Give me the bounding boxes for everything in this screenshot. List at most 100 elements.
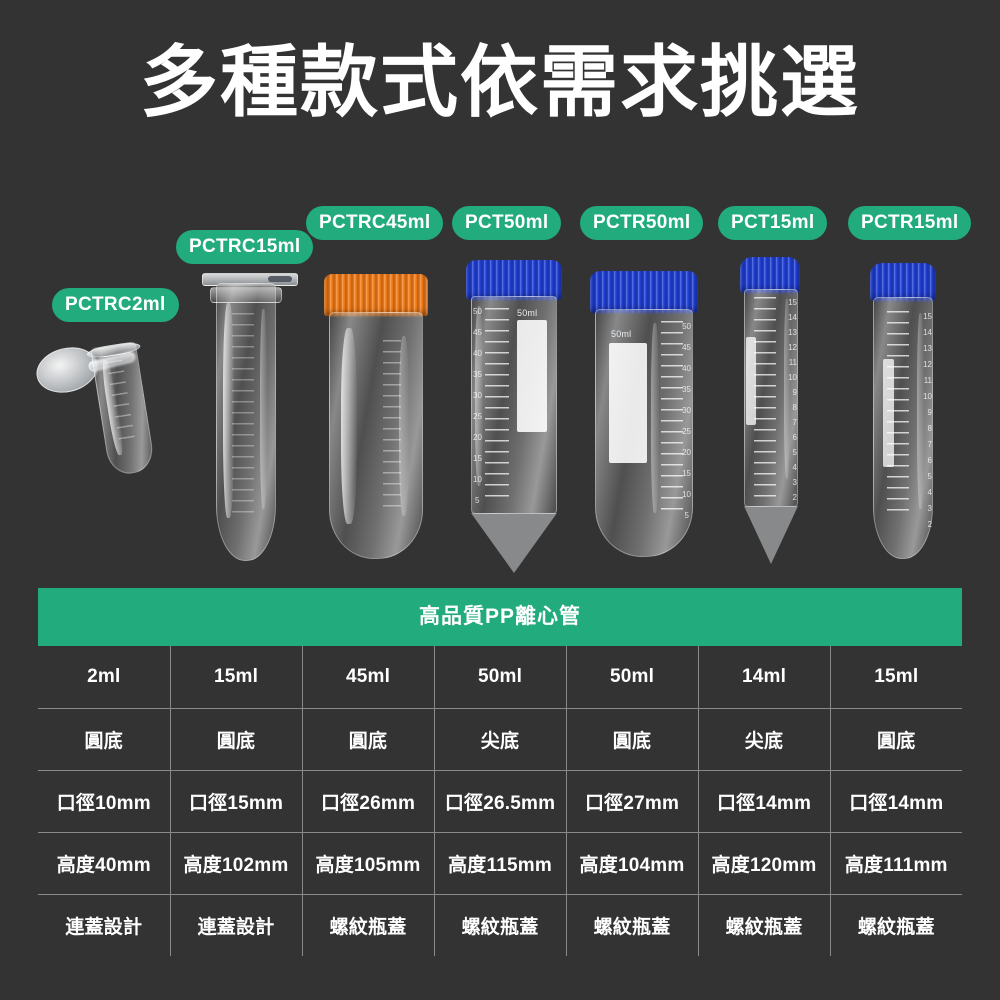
scale-number: 10 (682, 490, 691, 499)
scale-number: 6 (927, 456, 932, 465)
scale-number: 11 (788, 358, 797, 367)
cell-bottom-shape: 尖底 (698, 708, 831, 771)
cell-height: 高度105mm (302, 832, 435, 895)
panel-volume-label: 50ml (611, 329, 632, 339)
table-row: 圓底 圓底 圓底 尖底 圓底 尖底 圓底 (38, 708, 962, 771)
panel-volume-label: 50ml (517, 308, 538, 318)
scale-number: 25 (682, 427, 691, 436)
cell-volume: 50ml (566, 646, 699, 709)
scale-number: 7 (927, 440, 932, 449)
product-pctrc15ml[interactable] (202, 273, 310, 563)
cell-bottom-shape: 圓底 (170, 708, 303, 771)
cell-height: 高度120mm (698, 832, 831, 895)
scale-number: 10 (473, 475, 482, 484)
table-row: 2ml 15ml 45ml 50ml 50ml 14ml 15ml (38, 646, 962, 709)
product-pct50ml[interactable]: 50ml 50 45 40 35 30 25 20 15 10 5 (462, 260, 566, 575)
cell-cap-design: 連蓋設計 (170, 894, 303, 956)
scale-number: 35 (682, 385, 691, 394)
screw-cap-icon (590, 271, 698, 313)
tube-body-15ml-rc (210, 283, 282, 561)
scale-number: 7 (792, 418, 797, 427)
cell-height: 高度115mm (434, 832, 567, 895)
cell-volume: 50ml (434, 646, 567, 709)
cell-height: 高度40mm (38, 832, 171, 895)
cell-volume: 15ml (830, 646, 962, 709)
cell-cap-design: 螺紋瓶蓋 (434, 894, 567, 956)
scale-number: 15 (682, 469, 691, 478)
cell-cap-design: 螺紋瓶蓋 (566, 894, 699, 956)
cell-mouth-diameter: 口徑14mm (698, 770, 831, 833)
scale-number: 3 (927, 504, 932, 513)
cap-tab-icon (268, 276, 292, 282)
product-pctrc45ml[interactable] (322, 274, 430, 559)
conical-bottom-icon (471, 513, 557, 573)
scale-number: 15 (473, 454, 482, 463)
scale-number: 5 (475, 496, 480, 505)
scale-number: 4 (927, 488, 932, 497)
cell-mouth-diameter: 口徑15mm (170, 770, 303, 833)
product-badge-pctr15ml[interactable]: PCTR15ml (848, 206, 972, 240)
scale-number: 15 (923, 312, 932, 321)
scale-number: 20 (473, 433, 482, 442)
scale-number: 20 (682, 448, 691, 457)
scale-number: 8 (792, 403, 797, 412)
scale-number: 11 (923, 376, 932, 385)
scale-number: 9 (792, 388, 797, 397)
tube-body-2ml (86, 340, 156, 477)
cell-bottom-shape: 尖底 (434, 708, 567, 771)
cell-height: 高度111mm (830, 832, 962, 895)
product-pctr15ml[interactable]: 15 14 13 12 11 10 9 8 7 6 5 4 3 2 (866, 263, 942, 563)
product-pctr50ml[interactable]: 50ml 50 45 40 35 30 25 20 15 10 5 (586, 271, 704, 559)
write-on-panel (883, 359, 894, 467)
product-badge-pctrc2ml[interactable]: PCTRC2ml (52, 288, 179, 322)
scale-number: 50 (682, 322, 691, 331)
scale-number: 4 (792, 463, 797, 472)
scale-number: 30 (473, 391, 482, 400)
scale-number: 50 (473, 307, 482, 316)
scale-number: 12 (788, 343, 797, 352)
screw-cap-icon (870, 263, 936, 301)
cell-volume: 45ml (302, 646, 435, 709)
scale-number: 40 (682, 364, 691, 373)
product-badge-pct15ml[interactable]: PCT15ml (718, 206, 828, 240)
scale-number: 35 (473, 370, 482, 379)
scale-number: 30 (682, 406, 691, 415)
scale-number: 13 (923, 344, 932, 353)
cell-height: 高度104mm (566, 832, 699, 895)
product-pct15ml[interactable]: 15 14 13 12 11 10 9 8 7 6 5 4 3 2 (736, 257, 808, 567)
scale-number: 13 (788, 328, 797, 337)
cell-mouth-diameter: 口徑10mm (38, 770, 171, 833)
cell-cap-design: 螺紋瓶蓋 (857, 916, 935, 938)
scale-number: 8 (927, 424, 932, 433)
scale-number: 10 (788, 373, 797, 382)
tube-body-50ml-conical: 50ml 50 45 40 35 30 25 20 15 10 5 (471, 296, 557, 514)
product-badge-pctrc45ml[interactable]: PCTRC45ml (306, 206, 444, 240)
scale-number: 2 (927, 520, 932, 529)
cell-cap-design: 連蓋設計 (38, 894, 171, 956)
cell-bottom-shape: 圓底 (566, 708, 699, 771)
scale-number: 40 (473, 349, 482, 358)
table-row: 連蓋設計 連蓋設計 螺紋瓶蓋 螺紋瓶蓋 螺紋瓶蓋 螺紋瓶蓋 螺紋瓶蓋 (38, 894, 962, 956)
cell-bottom-shape: 圓底 (302, 708, 435, 771)
product-badge-pct50ml[interactable]: PCT50ml (452, 206, 562, 240)
product-pctrc2ml[interactable] (30, 300, 190, 480)
screw-cap-icon (324, 274, 428, 316)
screw-cap-icon (466, 260, 562, 300)
cell-bottom-shape: 圓底 (38, 708, 171, 771)
scale-number: 5 (927, 472, 932, 481)
cell-bottom-shape: 圓底 (830, 708, 962, 771)
tube-body-15ml-round: 15 14 13 12 11 10 9 8 7 6 5 4 3 2 (873, 297, 933, 559)
write-on-panel (517, 320, 547, 432)
screw-cap-icon (740, 257, 800, 293)
product-badge-pctr50ml[interactable]: PCTR50ml (580, 206, 704, 240)
table-row: 口徑10mm 口徑15mm 口徑26mm 口徑26.5mm 口徑27mm 口徑1… (38, 770, 962, 833)
scale-number: 25 (473, 412, 482, 421)
scale-number: 45 (473, 328, 482, 337)
scale-number: 6 (792, 433, 797, 442)
product-badge-pctrc15ml[interactable]: PCTRC15ml (176, 230, 314, 264)
scale-number: 10 (923, 392, 932, 401)
scale-number: 45 (682, 343, 691, 352)
cell-volume: 2ml (38, 646, 171, 709)
scale-number: 9 (927, 408, 932, 417)
scale-number: 2 (792, 493, 797, 502)
